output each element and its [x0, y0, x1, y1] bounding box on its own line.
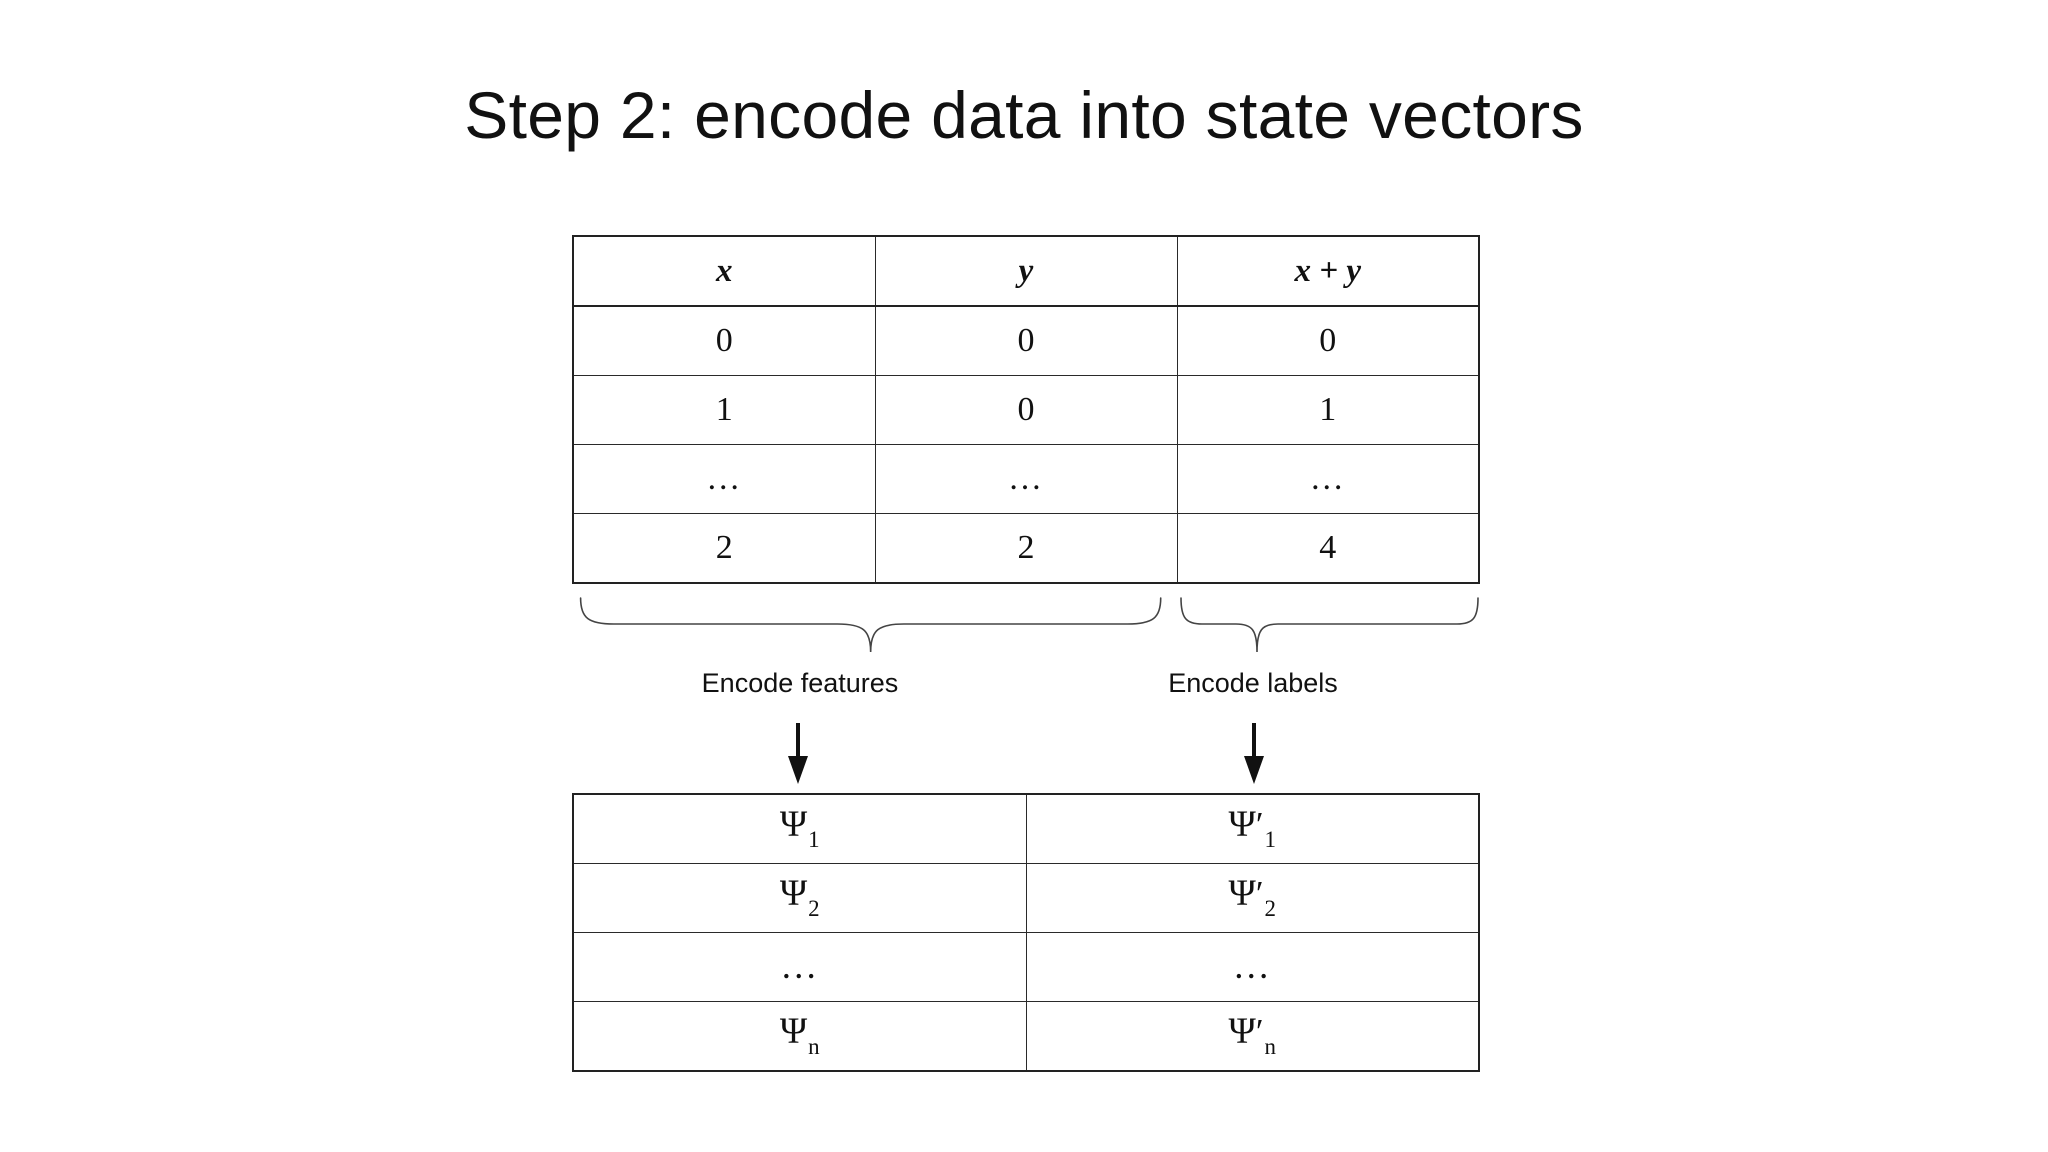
- table-row: 0 0 0: [572, 305, 1480, 376]
- brace-and-arrow-graphics: [560, 597, 1479, 784]
- psi-symbol: Ψ2: [780, 875, 820, 920]
- psi-glyph: Ψ: [1228, 804, 1256, 846]
- psi-subscript: 1: [1264, 826, 1276, 852]
- cell-feature-state: Ψ2: [572, 863, 1027, 933]
- labels-brace-icon: [1180, 597, 1479, 653]
- encode-labels-label: Encode labels: [1168, 668, 1338, 698]
- cell-y: …: [874, 444, 1178, 514]
- features-brace-icon: [581, 598, 1161, 652]
- psi-subscript: n: [808, 1033, 820, 1059]
- page-title: Step 2: encode data into state vectors: [464, 78, 1584, 152]
- table-row-ellipsis: … …: [572, 932, 1480, 1002]
- cell-label-state: Ψ′n: [1025, 1001, 1480, 1072]
- table-row: 1 0 1: [572, 375, 1480, 445]
- table-row: Ψ2 Ψ′2: [572, 863, 1480, 933]
- psi-prime: ′: [1255, 874, 1264, 914]
- psi-prime: ′: [1255, 805, 1264, 845]
- column-header-x: x: [572, 235, 876, 307]
- psi-subscript: 2: [1264, 895, 1276, 921]
- cell-feature-state: Ψn: [572, 1001, 1027, 1072]
- psi-glyph: Ψ: [1228, 1011, 1256, 1053]
- ellipsis-symbol: …: [780, 948, 819, 985]
- psi-symbol: Ψ′n: [1229, 1013, 1276, 1058]
- cell-x: 0: [572, 305, 876, 376]
- table-header-row: x y x + y: [572, 235, 1480, 307]
- cell-feature-state: Ψ1: [572, 793, 1027, 864]
- psi-symbol: Ψ1: [780, 806, 820, 851]
- cell-sum: …: [1176, 444, 1480, 514]
- psi-symbol: Ψ′2: [1229, 875, 1276, 920]
- table-row: Ψ1 Ψ′1: [572, 793, 1480, 864]
- psi-subscript: 2: [808, 895, 820, 921]
- psi-prime: ′: [1255, 1012, 1264, 1052]
- psi-subscript: 1: [808, 826, 820, 852]
- cell-x: …: [572, 444, 876, 514]
- psi-subscript: n: [1264, 1033, 1276, 1059]
- cell-sum: 4: [1176, 513, 1480, 584]
- column-header-y: y: [874, 235, 1178, 307]
- table-row: 2 2 4: [572, 513, 1480, 584]
- psi-glyph: Ψ: [779, 873, 808, 915]
- cell-y: 0: [874, 375, 1178, 445]
- cell-y: 0: [874, 305, 1178, 376]
- table-row-ellipsis: … … …: [572, 444, 1480, 514]
- psi-glyph: …: [1232, 945, 1272, 987]
- psi-glyph: Ψ: [779, 1011, 808, 1053]
- cell-x: 1: [572, 375, 876, 445]
- cell-y: 2: [874, 513, 1178, 584]
- column-header-x-plus-y: x + y: [1176, 235, 1480, 307]
- raw-data-table: x y x + y 0 0 0 1 0 1 … … … 2 2 4: [572, 235, 1480, 584]
- cell-label-state: Ψ′1: [1025, 793, 1480, 864]
- psi-glyph: …: [780, 945, 820, 987]
- psi-glyph: Ψ: [1228, 873, 1256, 915]
- labels-arrow-icon: [1244, 723, 1264, 784]
- features-arrow-icon: [788, 723, 808, 784]
- cell-x: 2: [572, 513, 876, 584]
- table-row: Ψn Ψ′n: [572, 1001, 1480, 1072]
- cell-sum: 1: [1176, 375, 1480, 445]
- psi-symbol: Ψ′1: [1229, 806, 1276, 851]
- encode-features-label: Encode features: [701, 668, 899, 698]
- ellipsis-symbol: …: [1233, 948, 1272, 985]
- cell-label-state: …: [1025, 932, 1480, 1002]
- cell-sum: 0: [1176, 305, 1480, 376]
- psi-glyph: Ψ: [779, 804, 808, 846]
- cell-label-state: Ψ′2: [1025, 863, 1480, 933]
- cell-feature-state: …: [572, 932, 1027, 1002]
- psi-symbol: Ψn: [780, 1013, 820, 1058]
- state-vector-table: Ψ1 Ψ′1 Ψ2 Ψ′2 … … Ψn: [572, 793, 1480, 1072]
- encode-band: Encode features Encode labels: [560, 590, 1500, 790]
